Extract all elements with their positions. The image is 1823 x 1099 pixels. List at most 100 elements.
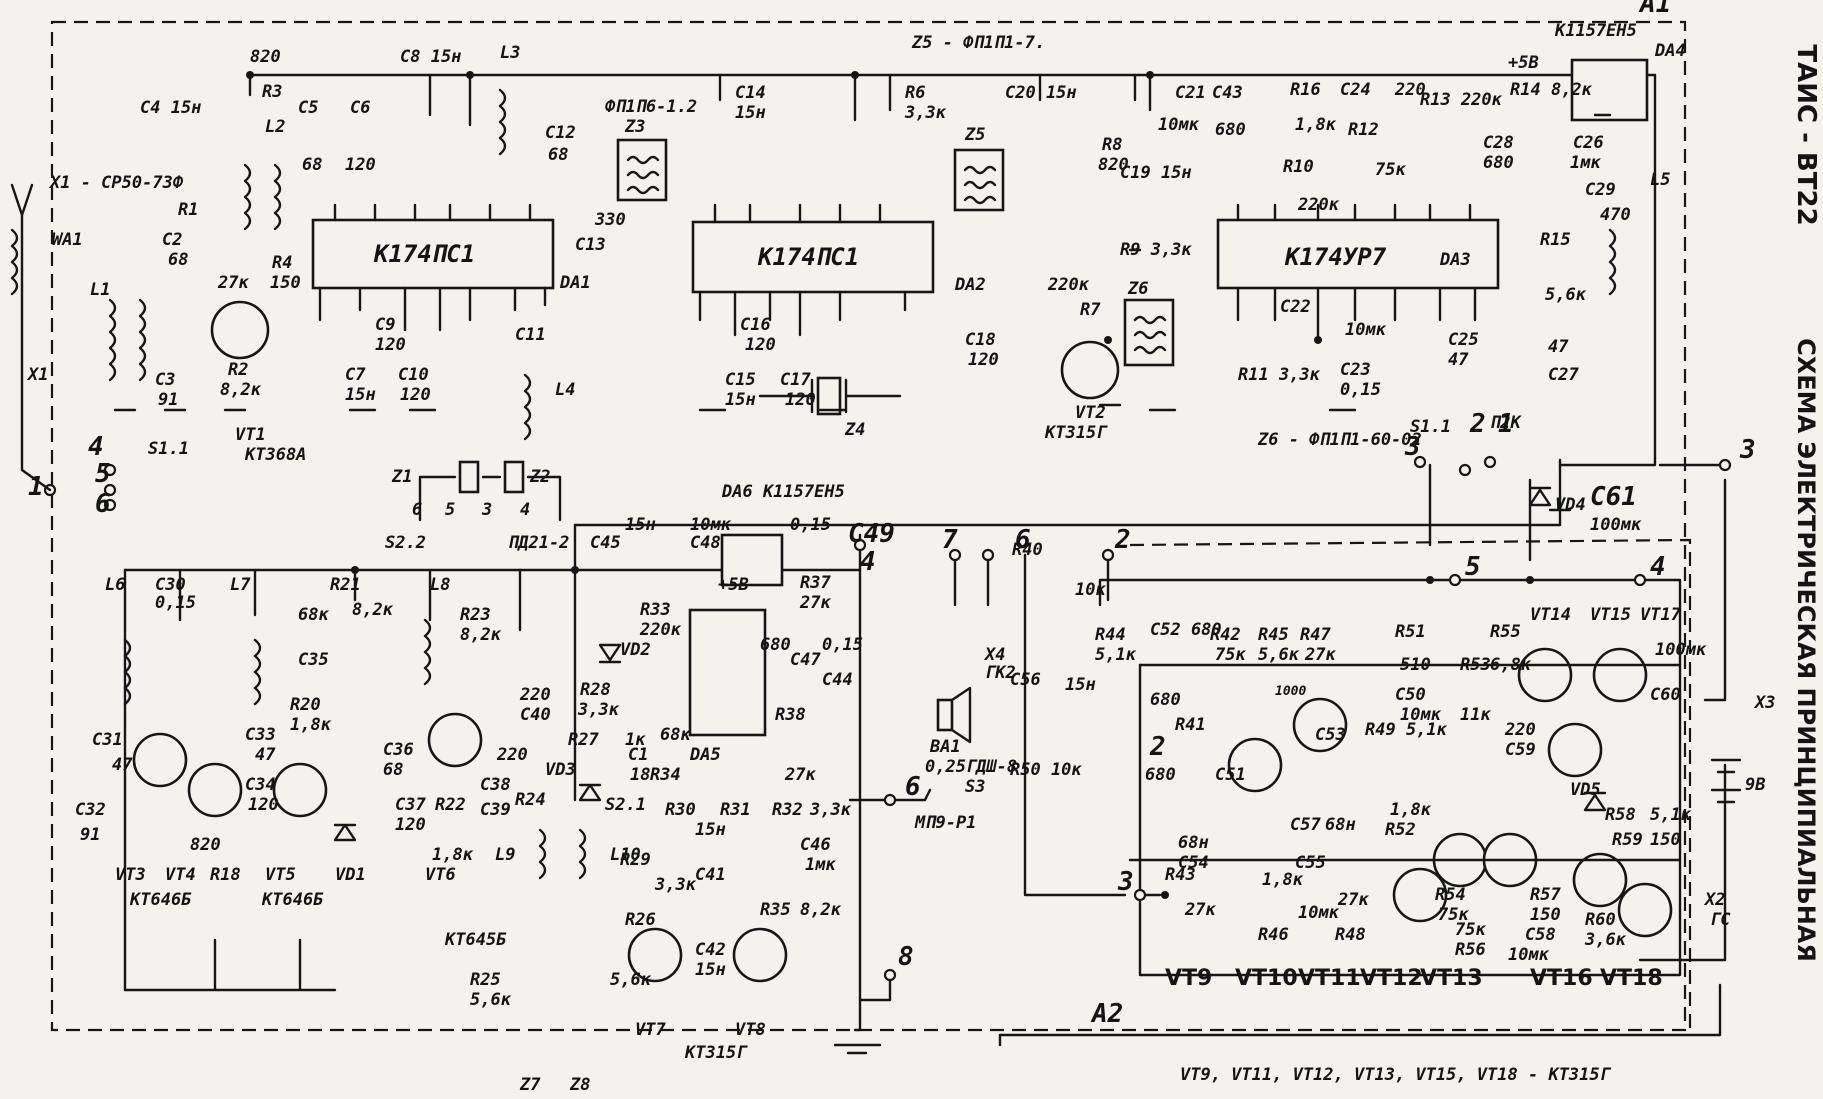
r60: R60 <box>1585 910 1616 930</box>
r20: R20 <box>290 695 321 715</box>
da4-box <box>1570 58 1649 122</box>
c47: C47 <box>790 650 821 670</box>
node-2-mid: 2 <box>1114 525 1131 555</box>
c61v: 100мк <box>1590 515 1642 535</box>
c33v: 47 <box>255 745 276 765</box>
c49v: 0,15 <box>790 515 831 535</box>
r42v: 75к <box>1215 645 1246 665</box>
node-4-left: 4 <box>88 432 104 462</box>
node-6-left: 6 <box>95 489 111 519</box>
c56: C56 <box>1010 670 1041 690</box>
c26v: 1мк <box>1570 153 1601 173</box>
x2-type: ГС <box>1710 910 1731 930</box>
c4: C4 15н <box>140 98 201 118</box>
r45v: 5,6к <box>1258 645 1300 665</box>
r54: R54 <box>1435 885 1466 905</box>
l2-label: L2 <box>265 117 285 137</box>
c38: C38 <box>480 775 511 795</box>
node-4-mid: 4 <box>860 547 876 577</box>
grounds <box>113 113 1612 1055</box>
r28: R28 <box>580 680 611 700</box>
s21-label: S2.1 <box>605 795 646 815</box>
c34: C34 <box>245 775 276 795</box>
battery-label: 9В <box>1745 775 1765 795</box>
c30: C30 <box>155 575 186 595</box>
r2v: 8,2к <box>220 380 262 400</box>
r4v: 150 <box>270 273 301 293</box>
r53: R53 <box>1460 655 1491 675</box>
c18: C18 <box>965 330 996 350</box>
c58: C58 <box>1525 925 1556 945</box>
c21v: 10мк <box>1158 115 1200 135</box>
c2: C2 <box>162 230 182 250</box>
c31: C31 <box>92 730 123 750</box>
z6-filter <box>1123 298 1175 367</box>
vd1-label: VD1 <box>335 865 366 885</box>
r1v: 27к <box>217 273 249 293</box>
r43: R43 <box>1165 865 1196 885</box>
s11-label: S1.1 <box>148 439 189 459</box>
r58: R58 <box>1605 805 1636 825</box>
r46v: 1,8к <box>1262 870 1304 890</box>
vd4-label: VD4 <box>1555 495 1586 515</box>
da3-label: К174УР7 <box>1284 243 1387 271</box>
c57v: 68н <box>1325 815 1356 835</box>
node-6-mid: 6 <box>1015 525 1031 555</box>
da3-ref: DA3 <box>1439 250 1471 270</box>
r18: R18 <box>210 865 241 885</box>
r35v: 8,2к <box>800 900 842 920</box>
c54: C54 <box>1178 853 1209 873</box>
r46: R46 <box>1258 925 1289 945</box>
c24v: 220 <box>1394 80 1426 100</box>
junction-dots <box>246 71 1534 899</box>
r53v: 11к <box>1460 705 1491 725</box>
c39: C39 <box>480 800 511 820</box>
vt11-label: VT11 <box>1298 966 1361 991</box>
l3-label: L3 <box>500 43 520 63</box>
r1: R1 <box>178 200 198 220</box>
c55v: 10мк <box>1298 903 1340 923</box>
c22: C22 <box>1280 297 1311 317</box>
ba1-label: BA1 <box>929 737 961 757</box>
vt78-type: КТ315Г <box>684 1043 748 1063</box>
c29v: 470 <box>1600 205 1631 225</box>
r33v: 220к <box>639 620 682 640</box>
r57: R57 <box>1530 885 1561 905</box>
board-a2-outline <box>1129 538 1692 1030</box>
r25v: 5,6к <box>470 990 512 1010</box>
r40: R40 <box>1012 540 1043 560</box>
board-a1-label: A1 <box>1638 0 1671 19</box>
r50: R50 10к <box>1010 760 1082 780</box>
vt6-type: КТ645Б <box>444 930 507 950</box>
vt5-label: VT5 <box>265 865 296 885</box>
z4-crystal <box>758 376 902 416</box>
r12: R12 <box>1348 120 1379 140</box>
c15: C15 <box>725 370 756 390</box>
vt5-type: КТ646Б <box>261 890 324 910</box>
r44: R44 <box>1095 625 1126 645</box>
s22-pin-6: 6 <box>412 500 422 520</box>
r29v: 3,3к <box>654 875 697 895</box>
x3-label: X3 <box>1753 693 1775 713</box>
node-3-a2: 3 <box>1117 867 1134 897</box>
c53v: 1000 <box>1275 684 1306 699</box>
z5-label: Z5 <box>964 125 985 145</box>
z8-label: Z8 <box>569 1075 590 1095</box>
r55: R55 <box>1490 622 1521 642</box>
r32: R32 <box>772 800 803 820</box>
c13: C13 <box>575 235 606 255</box>
r44v: 5,1к <box>1095 645 1137 665</box>
x1-note: X1 - СР50-73Ф <box>48 173 184 193</box>
title-side: ТАИС - ВТ22 <box>1791 44 1821 225</box>
node-3-right: 3 <box>1739 435 1756 465</box>
vd2-label: VD2 <box>620 640 651 660</box>
c55: C55 <box>1295 853 1326 873</box>
c1: C1 <box>628 745 648 765</box>
transistors <box>132 300 1673 983</box>
r21v: 8,2к <box>352 600 394 620</box>
vt13-label: VT13 <box>1420 966 1483 991</box>
z4-label: Z4 <box>844 420 865 440</box>
r2: R2 <box>228 360 248 380</box>
c19: C19 15н <box>1120 163 1192 183</box>
l8-label: L8 <box>430 575 450 595</box>
